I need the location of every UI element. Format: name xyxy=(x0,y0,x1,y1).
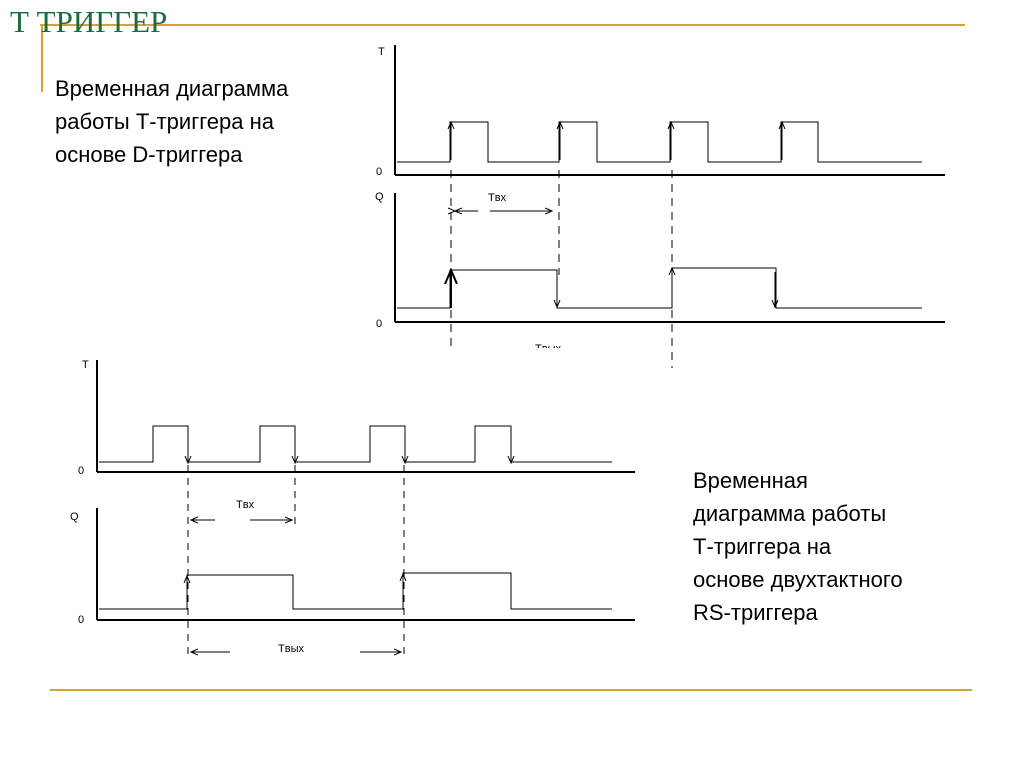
t-out-label-top: Tвых xyxy=(535,343,561,355)
top-rule xyxy=(40,24,965,26)
t-in-label-top: Tвх xyxy=(488,192,507,204)
zero-label-bottom-q: 0 xyxy=(78,614,84,626)
left-rule xyxy=(41,24,43,92)
rising-edge-arrows xyxy=(451,122,782,160)
caption-bottom: Временная диаграмма работы Т-триггера на… xyxy=(693,468,903,625)
t-waveform xyxy=(99,425,612,463)
diagram-bottom: Tвх Tвых T 0 Q 0 xyxy=(70,359,635,660)
dashed-guides xyxy=(450,170,560,348)
zero-label-top-q: 0 xyxy=(376,318,382,330)
caption-top: Временная диаграмма работы Т-триггера на… xyxy=(55,76,289,167)
t-in-label-bottom: Tвх xyxy=(236,499,255,511)
t-out-label-bottom: Tвых xyxy=(278,643,304,655)
q-waveform xyxy=(99,572,612,610)
zero-label-bottom-t: 0 xyxy=(78,465,84,477)
q-waveform xyxy=(397,267,922,309)
q-label-bottom: Q xyxy=(70,511,79,523)
bottom-rule xyxy=(50,689,972,691)
zero-label-top-t: 0 xyxy=(376,166,382,178)
t-label-bottom: T xyxy=(82,359,89,371)
t-waveform xyxy=(397,121,922,163)
t-label-top: T xyxy=(378,46,385,58)
q-label-top: Q xyxy=(375,191,384,203)
slide-title: Т ТРИГГЕР xyxy=(10,4,168,39)
diagram-top: Tвх Tвых T 0 Q 0 xyxy=(375,45,945,368)
